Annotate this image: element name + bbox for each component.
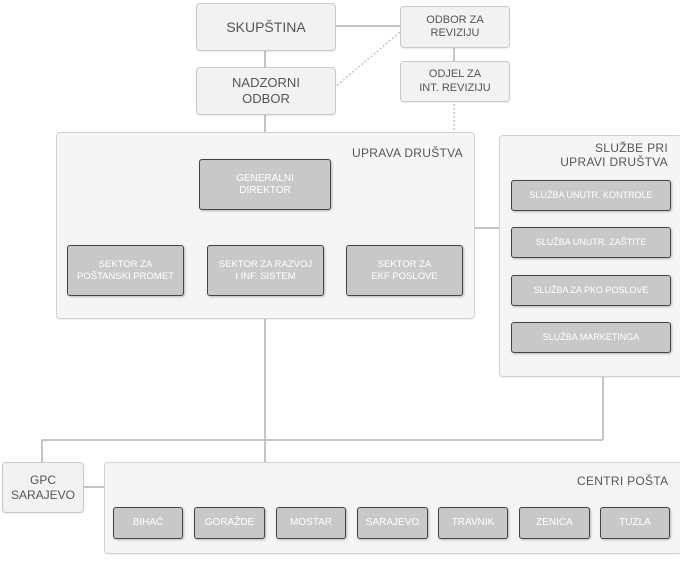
sluzba-unutr-zastite-box[interactable]: SLUŽBA UNUTR. ZAŠTITE bbox=[511, 227, 671, 258]
centri-posta-title: CENTRI POŠTA bbox=[577, 474, 669, 488]
centar-sarajevo-label: SARAJEVO bbox=[365, 517, 420, 528]
centar-tuzla-box[interactable]: TUZLA bbox=[600, 507, 670, 539]
odbor-za-reviziju-label: ODBOR ZA REVIZIJU bbox=[426, 13, 484, 39]
odbor-za-reviziju-box[interactable]: ODBOR ZA REVIZIJU bbox=[400, 6, 510, 48]
centar-zenica-box[interactable]: ZENICA bbox=[519, 507, 590, 539]
sluzba-marketinga-label: SLUŽBA MARKETINGA bbox=[542, 332, 640, 343]
centar-gorazde-label: GORAŽDE bbox=[204, 517, 255, 528]
gpc-sarajevo-box[interactable]: GPC SARAJEVO bbox=[2, 462, 84, 513]
sluzba-unutr-zastite-label: SLUŽBA UNUTR. ZAŠTITE bbox=[535, 237, 647, 248]
uprava-drustva-title: UPRAVA DRUŠTVA bbox=[352, 146, 463, 160]
centar-mostar-box[interactable]: MOSTAR bbox=[276, 507, 346, 539]
nadzorni-odbor-box[interactable]: NADZORNI ODBOR bbox=[196, 67, 336, 115]
sektor-ekf-poslove-label: SEKTOR ZA EKF POSLOVE bbox=[371, 259, 438, 282]
skupstina-label: SKUPŠTINA bbox=[226, 18, 306, 35]
sluzba-unutr-kontrole-label: SLUŽBA UNUTR. KONTROLE bbox=[529, 190, 653, 201]
centar-gorazde-box[interactable]: GORAŽDE bbox=[194, 507, 265, 539]
centar-travnik-box[interactable]: TRAVNIK bbox=[438, 507, 508, 539]
sektor-razvoj-inf-sistem-box[interactable]: SEKTOR ZA RAZVOJ I INF. SISTEM bbox=[207, 245, 324, 296]
gpc-sarajevo-label: GPC SARAJEVO bbox=[10, 473, 76, 502]
sektor-postanski-promet-label: SEKTOR ZA POŠTANSKI PROMET bbox=[77, 259, 174, 282]
generalni-direktor-label: GENERALNI DIREKTOR bbox=[236, 172, 294, 196]
centar-zenica-label: ZENICA bbox=[536, 517, 573, 528]
sluzba-marketinga-box[interactable]: SLUŽBA MARKETINGA bbox=[511, 322, 671, 353]
skupstina-box[interactable]: SKUPŠTINA bbox=[196, 3, 336, 51]
odjel-za-int-reviziju-label: ODJEL ZA INT. REVIZIJU bbox=[419, 68, 491, 94]
nadzorni-odbor-label: NADZORNI ODBOR bbox=[232, 75, 300, 106]
sluzbe-title: SLUŽBE PRI UPRAVI DRUŠTVA bbox=[560, 141, 668, 170]
centar-bihac-label: BIHAĆ bbox=[132, 517, 164, 528]
sektor-postanski-promet-box[interactable]: SEKTOR ZA POŠTANSKI PROMET bbox=[67, 245, 184, 296]
centar-bihac-box[interactable]: BIHAĆ bbox=[113, 507, 183, 539]
sektor-ekf-poslove-box[interactable]: SEKTOR ZA EKF POSLOVE bbox=[346, 245, 463, 296]
sluzba-pko-poslove-box[interactable]: SLUŽBA ZA PKO POSLOVE bbox=[511, 275, 671, 306]
centar-travnik-label: TRAVNIK bbox=[451, 517, 495, 528]
centar-tuzla-label: TUZLA bbox=[619, 517, 651, 528]
centar-mostar-label: MOSTAR bbox=[289, 517, 333, 528]
centar-sarajevo-box[interactable]: SARAJEVO bbox=[357, 507, 428, 539]
sluzba-unutr-kontrole-box[interactable]: SLUŽBA UNUTR. KONTROLE bbox=[511, 180, 671, 211]
odjel-za-int-reviziju-box[interactable]: ODJEL ZA INT. REVIZIJU bbox=[400, 61, 510, 102]
sluzba-pko-poslove-label: SLUŽBA ZA PKO POSLOVE bbox=[533, 285, 649, 296]
sektor-razvoj-inf-sistem-label: SEKTOR ZA RAZVOJ I INF. SISTEM bbox=[218, 259, 313, 282]
generalni-direktor-box[interactable]: GENERALNI DIREKTOR bbox=[199, 159, 331, 210]
